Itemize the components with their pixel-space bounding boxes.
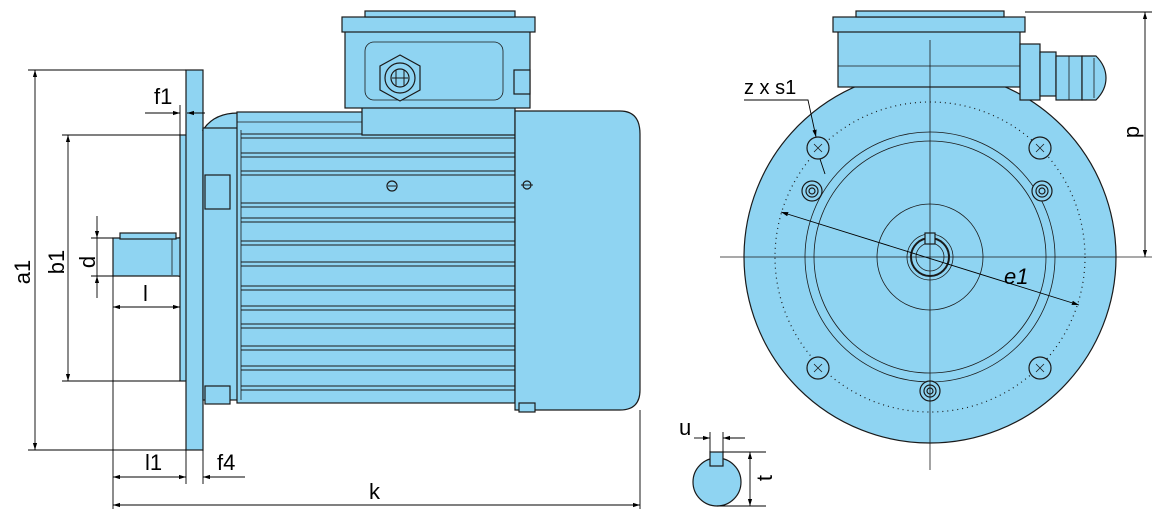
terminal-box-base (361, 106, 516, 136)
terminal-box-front-body (837, 30, 1021, 88)
bolt-hole (1028, 356, 1052, 380)
terminal-box-front-lid-top (855, 10, 1005, 18)
gland-body (1039, 51, 1057, 97)
bolt-hole-cross-icon (1035, 363, 1045, 373)
f1-label: f1 (154, 84, 172, 109)
terminal-box-side (341, 10, 536, 109)
t-label: t (752, 475, 777, 481)
cooling-fins (241, 133, 515, 391)
cable-gland-icon (379, 54, 421, 102)
l1-label: l1 (145, 450, 162, 475)
p-label: p (1119, 126, 1144, 138)
shaft-key-section: u t (679, 415, 777, 507)
stator-housing (236, 111, 516, 404)
screw (1031, 180, 1053, 202)
zxs1-label: z x s1 (744, 77, 796, 99)
zxs1-leader (744, 99, 817, 138)
a1-label: a1 (10, 260, 35, 284)
front-dimensions: e1 z x s1 p (744, 11, 1152, 306)
side-view (112, 10, 641, 451)
bolt-hole (806, 356, 830, 380)
d-label: d (75, 256, 100, 268)
bolt-hole-cross-icon (1035, 143, 1045, 153)
key-section (709, 451, 724, 467)
e1-label: e1 (1004, 264, 1028, 289)
u-label: u (679, 415, 691, 440)
fan-cover-foot (518, 402, 536, 413)
bolt-hole-cross-icon (813, 363, 823, 373)
end-shield-boss-top (204, 174, 231, 210)
e1-dimension-line (780, 211, 1080, 306)
zxs1-leader-tail (819, 158, 826, 175)
screw-core (1038, 187, 1046, 195)
terminal-box-front (832, 10, 1026, 88)
screw (801, 180, 823, 202)
bolt-hole (806, 136, 830, 160)
terminal-box-panel (364, 41, 504, 101)
terminal-box-lid (341, 16, 536, 33)
fan-cover (514, 110, 641, 411)
end-shield-boss-bottom (204, 385, 231, 405)
gland-base (1019, 43, 1041, 101)
l-label: l (143, 281, 148, 306)
bolt-hole (1028, 136, 1052, 160)
k-label: k (369, 479, 381, 504)
terminal-box-body (344, 30, 531, 109)
b1-label: b1 (44, 250, 69, 274)
end-shield (202, 127, 239, 401)
terminal-box-front-lid (832, 16, 1026, 33)
cable-gland-side-icon (1019, 43, 1107, 101)
side-dimensions: a1 b1 d f1 l l1 f4 k (10, 69, 641, 509)
flange-plate (185, 69, 204, 451)
terminal-box-latch (513, 69, 531, 95)
shaft-key (119, 232, 177, 240)
shaft (112, 231, 187, 283)
f4-label: f4 (217, 450, 235, 475)
terminal-box-lid-top (364, 10, 516, 18)
bolt-hole-cross-icon (813, 143, 823, 153)
screw-core (808, 187, 816, 195)
